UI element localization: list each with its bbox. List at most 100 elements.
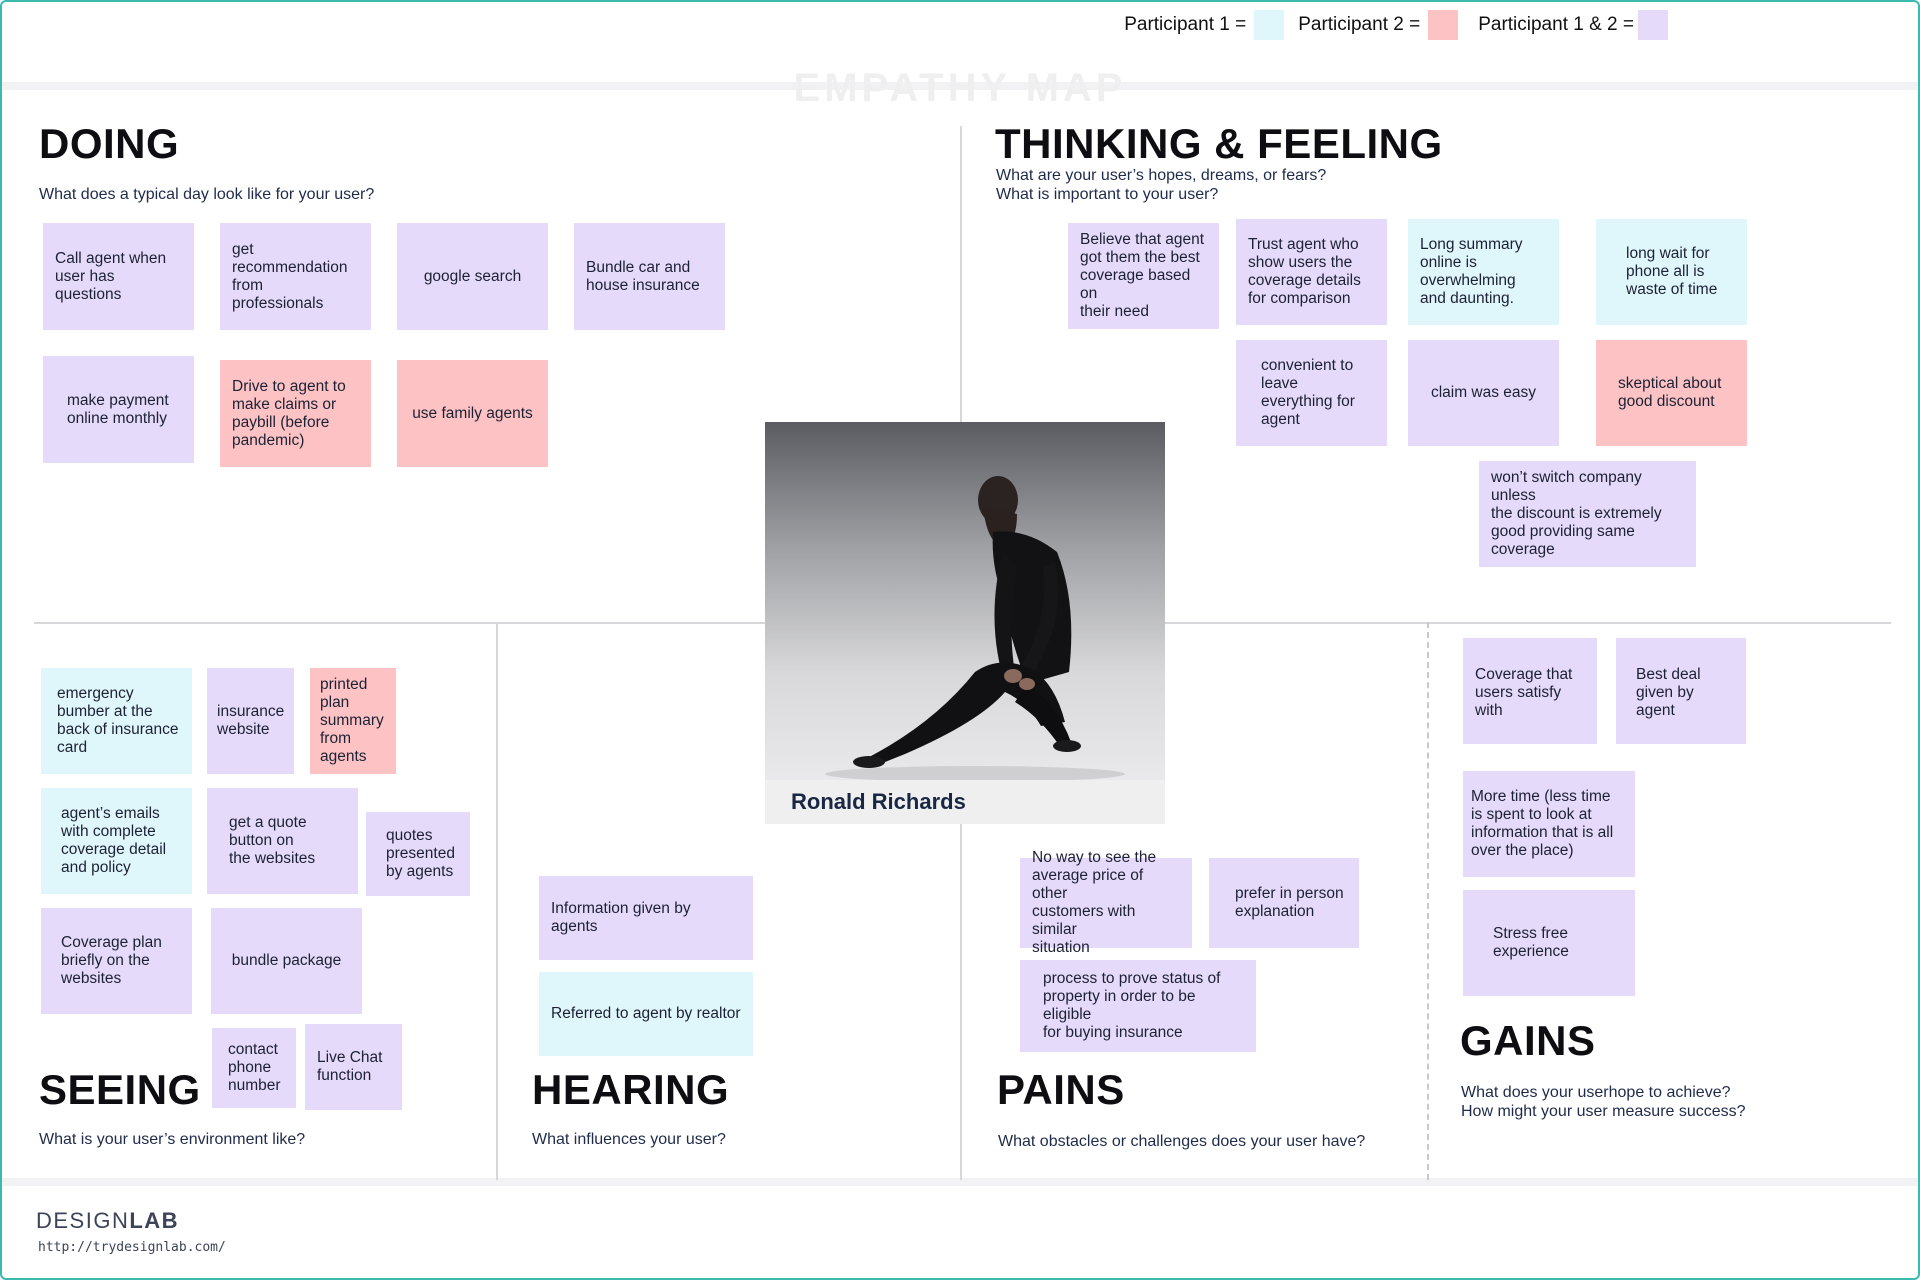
- note-text: process to prove status of property in o…: [1043, 970, 1221, 1041]
- note-text: Long summary online is overwhelming and …: [1420, 236, 1523, 307]
- doing-note-4[interactable]: Bundle car and house insurance: [574, 223, 725, 330]
- thinking-note-1[interactable]: Believe that agent got them the best cov…: [1068, 223, 1219, 329]
- note-text: claim was easy: [1430, 384, 1537, 401]
- gains-note-3[interactable]: More time (less time is spent to look at…: [1463, 771, 1635, 877]
- persona-name: Ronald Richards: [765, 780, 1165, 824]
- thinking-note-4[interactable]: long wait for phone all is waste of time: [1596, 219, 1747, 325]
- header-band: [2, 82, 1918, 90]
- note-text: Coverage plan briefly on the websites: [61, 934, 162, 987]
- doing-title: DOING: [39, 120, 180, 167]
- thinking-subtitle: What are your user’s hopes, dreams, or f…: [996, 167, 1327, 203]
- gains-note-1[interactable]: Coverage that users satisfy with: [1463, 638, 1597, 744]
- hearing-note-1[interactable]: Information given by agents: [539, 876, 753, 960]
- note-text: More time (less time is spent to look at…: [1471, 788, 1614, 859]
- note-text: get a quote button on the websites: [229, 814, 316, 867]
- seeing-note-3[interactable]: printed plan summary from agents: [310, 668, 396, 774]
- seeing-note-1[interactable]: emergency bumber at the back of insuranc…: [41, 668, 192, 774]
- doing-note-7[interactable]: use family agents: [397, 360, 548, 467]
- thinking-note-6[interactable]: claim was easy: [1408, 340, 1559, 446]
- doing-note-2[interactable]: get recommendation from professionals: [220, 223, 371, 330]
- note-text: Referred to agent by realtor: [551, 1005, 741, 1022]
- note-text: make payment online monthly: [67, 391, 169, 427]
- note-text: contact phone number: [228, 1041, 281, 1094]
- gains-title: GAINS: [1460, 1017, 1596, 1064]
- legend-participant-1-label: Participant 1 =: [1124, 14, 1247, 35]
- seeing-note-10[interactable]: Live Chat function: [305, 1024, 402, 1110]
- legend-participant-both-swatch: [1638, 10, 1668, 40]
- note-text: get recommendation from professionals: [232, 240, 348, 312]
- doing-note-3[interactable]: google search: [397, 223, 548, 330]
- seeing-note-7[interactable]: Coverage plan briefly on the websites: [41, 908, 192, 1014]
- hearing-subtitle: What influences your user?: [532, 1131, 726, 1148]
- note-text: skeptical about good discount: [1618, 375, 1722, 410]
- seeing-note-6[interactable]: quotes presented by agents: [366, 812, 470, 896]
- thinking-note-8[interactable]: won’t switch company unless the discount…: [1479, 461, 1696, 567]
- note-text: convenient to leave everything for agent: [1261, 357, 1355, 428]
- hearing-note-2[interactable]: Referred to agent by realtor: [539, 972, 753, 1056]
- note-text: Best deal given by agent: [1636, 666, 1701, 719]
- thinking-note-3[interactable]: Long summary online is overwhelming and …: [1408, 219, 1559, 325]
- note-text: long wait for phone all is waste of time: [1626, 245, 1718, 298]
- note-text: prefer in person explanation: [1235, 885, 1344, 920]
- divider-middle-right: [1165, 622, 1891, 624]
- divider-seeing-hearing: [496, 622, 498, 1180]
- note-text: Live Chat function: [317, 1049, 383, 1084]
- gains-subtitle: What does your userhope to achieve? How …: [1461, 1084, 1746, 1120]
- thinking-note-2[interactable]: Trust agent who show users the coverage …: [1236, 219, 1387, 325]
- gains-note-2[interactable]: Best deal given by agent: [1616, 638, 1746, 744]
- note-text: No way to see the average price of other…: [1032, 849, 1157, 956]
- note-text: Believe that agent got them the best cov…: [1080, 231, 1205, 320]
- legend-participant-2: Participant 2 =: [1298, 10, 1459, 40]
- pains-subtitle: What obstacles or challenges does your u…: [998, 1133, 1366, 1150]
- thinking-note-5[interactable]: convenient to leave everything for agent: [1236, 340, 1387, 446]
- brand-url-link[interactable]: http://trydesignlab.com/: [38, 1240, 226, 1255]
- seeing-note-8[interactable]: bundle package: [211, 908, 362, 1014]
- pains-title: PAINS: [997, 1066, 1125, 1113]
- designlab-logo: DESIGNLAB: [36, 1208, 179, 1234]
- note-text: google search: [423, 267, 522, 285]
- seeing-note-9[interactable]: contact phone number: [212, 1028, 296, 1108]
- legend-participant-both: Participant 1 & 2 =: [1478, 10, 1668, 40]
- note-text: Information given by agents: [551, 900, 691, 935]
- footer-band: [2, 1178, 1918, 1186]
- seeing-note-4[interactable]: agent’s emails with complete coverage de…: [41, 788, 192, 894]
- note-text: won’t switch company unless the discount…: [1491, 469, 1662, 558]
- note-text: printed plan summary from agents: [320, 676, 384, 765]
- pains-note-2[interactable]: prefer in person explanation: [1209, 858, 1359, 948]
- legend-participant-1: Participant 1 =: [1124, 10, 1285, 40]
- doing-note-6[interactable]: Drive to agent to make claims or paybill…: [220, 360, 371, 467]
- watermark-title: EMPATHY MAP: [793, 66, 1127, 110]
- legend-participant-1-swatch: [1254, 10, 1285, 40]
- doing-note-5[interactable]: make payment online monthly: [43, 356, 194, 463]
- note-text: Stress free experience: [1493, 925, 1569, 960]
- note-text: Bundle car and house insurance: [586, 258, 700, 294]
- note-text: quotes presented by agents: [386, 827, 455, 880]
- seeing-note-5[interactable]: get a quote button on the websites: [207, 788, 358, 894]
- hearing-title: HEARING: [532, 1066, 730, 1113]
- note-text: Coverage that users satisfy with: [1475, 666, 1573, 719]
- doing-subtitle: What does a typical day look like for yo…: [39, 186, 375, 203]
- gains-note-4[interactable]: Stress free experience: [1463, 890, 1635, 996]
- note-text: emergency bumber at the back of insuranc…: [57, 685, 179, 756]
- legend-participant-2-label: Participant 2 =: [1298, 14, 1421, 35]
- brand-name-light: DESIGN: [36, 1208, 130, 1233]
- pains-note-3[interactable]: process to prove status of property in o…: [1020, 960, 1256, 1052]
- thinking-note-7[interactable]: skeptical about good discount: [1596, 340, 1747, 446]
- legend-participant-2-swatch: [1428, 10, 1459, 40]
- note-text: insurance website: [217, 703, 285, 738]
- divider-hearing-pains: [960, 824, 962, 1180]
- pains-note-1[interactable]: No way to see the average price of other…: [1020, 849, 1192, 956]
- note-text: Drive to agent to make claims or paybill…: [232, 377, 346, 449]
- note-text: Trust agent who show users the coverage …: [1248, 236, 1361, 307]
- thinking-title: THINKING & FEELING: [995, 120, 1443, 167]
- seeing-subtitle: What is your user’s environment like?: [39, 1131, 306, 1148]
- note-text: use family agents: [412, 404, 533, 422]
- brand-name-bold: LAB: [129, 1208, 180, 1233]
- note-text: agent’s emails with complete coverage de…: [61, 805, 167, 876]
- person-silhouette-icon: [825, 476, 1125, 780]
- seeing-note-2[interactable]: insurance website: [207, 668, 294, 774]
- participant-legend: Participant 1 = Participant 2 = Particip…: [1110, 10, 1668, 40]
- note-text: bundle package: [231, 952, 342, 969]
- doing-note-1[interactable]: Call agent when user has questions: [43, 223, 194, 330]
